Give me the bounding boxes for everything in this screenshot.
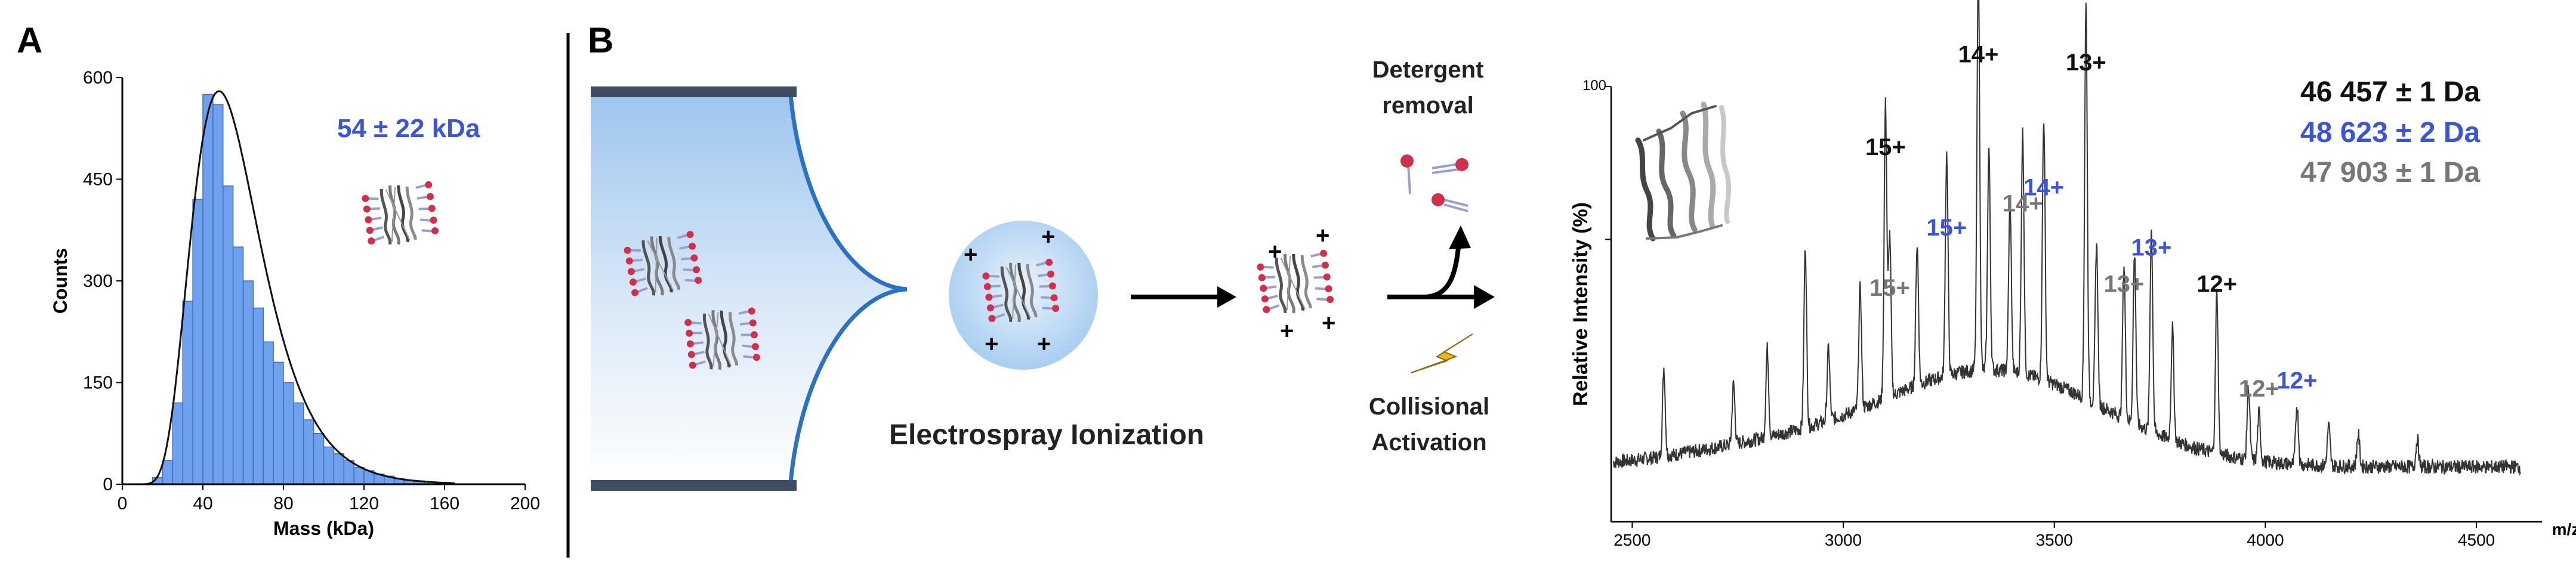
x-tick-label: 4000 <box>2247 531 2284 549</box>
x-tick-label: 40 <box>193 494 212 513</box>
panel-b-label: B <box>588 20 613 60</box>
histogram-bar <box>323 446 335 485</box>
protein-structure-icon <box>1635 101 1732 242</box>
plus-sign: + <box>1322 310 1335 336</box>
histogram-bar <box>293 402 304 485</box>
x-tick-label: 2500 <box>1614 531 1651 549</box>
y-axis-title: Counts <box>50 248 71 314</box>
histogram-annotation: 54 ± 22 kDa <box>337 114 480 143</box>
panel-a-label: A <box>17 20 42 60</box>
histogram-bar <box>242 280 254 485</box>
plus-sign: + <box>1280 318 1294 344</box>
y-tick-label: 300 <box>83 271 113 291</box>
bottom-electrode <box>591 480 797 491</box>
charge-state-label: 12+ <box>2277 367 2318 394</box>
charge-state-label: 14+ <box>2003 190 2043 216</box>
esi-chamber <box>591 86 908 491</box>
collision-label-line1: Collisional <box>1369 394 1489 420</box>
y-tick-label: 100 <box>1582 78 1606 94</box>
spectrum-trace <box>1612 0 2521 476</box>
complex-micelle-icon <box>1254 240 1335 321</box>
histogram-bar <box>353 466 365 485</box>
y-tick-label: 600 <box>83 68 113 88</box>
charge-state-label: 13+ <box>2066 49 2106 76</box>
activation-arrow <box>1387 225 1495 309</box>
detergent-label-line2: removal <box>1382 92 1473 119</box>
histogram-bar <box>283 382 294 485</box>
lightning-icon <box>1411 333 1473 373</box>
x-tick-label: 0 <box>118 494 128 513</box>
y-tick-label: 150 <box>83 373 113 393</box>
histogram-bar <box>333 453 344 485</box>
histogram-bar <box>303 419 314 485</box>
taylor-cone-outline <box>788 94 908 484</box>
charged-droplet: + + + + <box>949 221 1098 370</box>
x-tick-label: 160 <box>430 494 459 513</box>
plus-sign: + <box>1037 331 1051 357</box>
histogram-bar <box>162 460 174 485</box>
histogram-bar <box>172 402 183 485</box>
histogram-bar <box>202 94 214 485</box>
plus-sign: + <box>1268 239 1282 265</box>
histogram-bar <box>212 104 224 485</box>
y-axis-title: Relative Intensity (%) <box>1569 202 1592 406</box>
detergent-label-line1: Detergent <box>1372 57 1484 83</box>
mass-result-1: 46 457 ± 1 Da <box>2300 76 2481 108</box>
histogram-bar <box>182 301 193 485</box>
chamber-fill <box>591 94 907 483</box>
charge-state-label: 14+ <box>1958 42 1998 68</box>
mass-result-2: 48 623 ± 2 Da <box>2300 117 2481 148</box>
charge-state-label: 13+ <box>2131 235 2172 261</box>
histogram-bar <box>263 341 274 485</box>
charged-complex: + + + + <box>1254 222 1335 344</box>
y-tick-label: 450 <box>83 170 113 190</box>
charge-state-label: 15+ <box>1869 275 1910 301</box>
charge-state-label: 12+ <box>2196 271 2237 297</box>
plus-sign: + <box>1316 222 1329 249</box>
x-tick-label: 80 <box>273 494 293 513</box>
x-tick-label: 120 <box>349 494 379 513</box>
esi-label: Electrospray Ionization <box>889 419 1204 451</box>
x-tick-label: 200 <box>510 494 540 513</box>
charge-state-label: 15+ <box>1865 134 1906 160</box>
charge-state-label: 12+ <box>2239 376 2279 402</box>
histogram-bar <box>223 185 234 485</box>
histogram-bar <box>313 433 325 485</box>
plus-sign: + <box>964 242 977 268</box>
arrow-right <box>1131 286 1236 308</box>
x-axis-title: m/z <box>2552 520 2576 539</box>
x-tick-label: 4500 <box>2458 531 2495 549</box>
plus-sign: + <box>985 331 998 357</box>
histogram-micelle-icon <box>359 171 440 252</box>
histogram-fit-curve <box>142 90 455 485</box>
y-tick-label: 0 <box>103 475 113 494</box>
x-tick-label: 3000 <box>1825 531 1862 549</box>
collision-label-line2: Activation <box>1371 429 1486 456</box>
histogram-bar <box>252 307 264 485</box>
histogram-bar <box>192 199 203 485</box>
histogram-bar <box>232 246 244 485</box>
histogram-bar <box>343 460 354 485</box>
charge-state-label: 13+ <box>2104 271 2145 297</box>
mass-spectrum-chart: 100 2500 3000 3500 4000 4500 m/z Relative Inten… <box>1569 0 2576 549</box>
x-tick-label: 3500 <box>2036 531 2073 549</box>
x-axis-title: Mass (kDa) <box>273 518 374 539</box>
top-electrode <box>591 86 797 97</box>
histogram-bar <box>273 361 284 485</box>
mass-result-3: 47 903 ± 1 Da <box>2300 157 2481 188</box>
charge-state-label: 15+ <box>1926 215 1967 241</box>
plus-sign: + <box>1041 224 1055 250</box>
charge-state-label: 14+ <box>2023 174 2064 200</box>
free-detergent-icons <box>1400 154 1469 212</box>
